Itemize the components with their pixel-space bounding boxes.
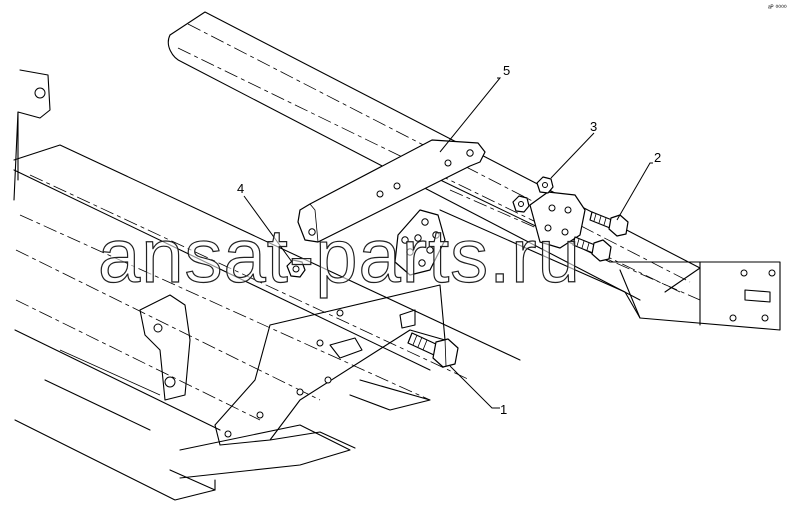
- watermark-text: ansat-parts.ru: [98, 214, 581, 299]
- callout-1: 1: [500, 402, 507, 417]
- mount-plate-right: [529, 191, 586, 249]
- callout-2: 2: [654, 150, 661, 165]
- part-2-bolts: [572, 211, 629, 262]
- part-3-nuts: [512, 176, 554, 213]
- corner-mark: ᵃᴾ ⁰⁰⁰⁰: [768, 4, 787, 12]
- part-5-strap: [297, 139, 486, 243]
- left-post: [13, 69, 51, 201]
- main-chassis-frame: [13, 144, 521, 501]
- callout-5: 5: [503, 63, 510, 78]
- part-4-nut: [286, 259, 306, 278]
- leader-lines: [243, 77, 653, 409]
- callout-4: 4: [237, 181, 244, 196]
- part-1-bolt: [407, 332, 459, 368]
- mount-plate-left: [394, 209, 446, 276]
- callout-3: 3: [590, 119, 597, 134]
